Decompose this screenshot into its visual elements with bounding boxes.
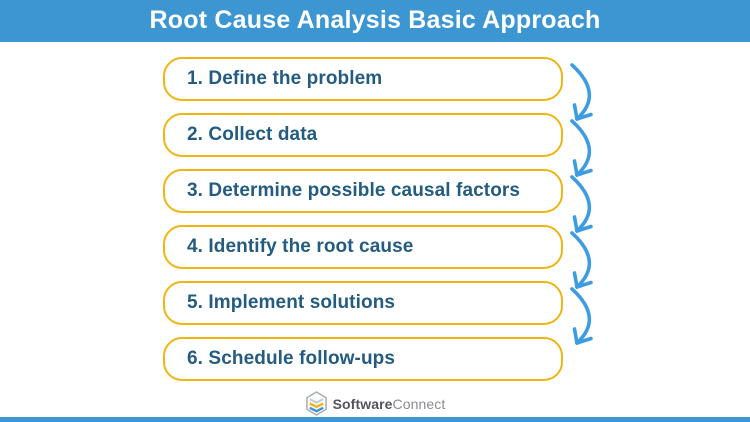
steps-list: 1. Define the problem 2. Collect data 3.… <box>163 57 563 381</box>
footer-bar <box>0 417 750 422</box>
layered-hexagon-logo-icon <box>305 391 327 416</box>
curved-down-arrow-icon <box>570 231 593 289</box>
step-label: 2. Collect data <box>187 124 318 145</box>
page-title: Root Cause Analysis Basic Approach <box>149 5 601 34</box>
step-box-4: 4. Identify the root cause <box>163 225 563 269</box>
step-box-3: 3. Determine possible causal factors <box>163 169 563 213</box>
curved-down-arrow-icon <box>570 63 593 121</box>
curved-down-arrow-icon <box>570 119 593 177</box>
header-banner: Root Cause Analysis Basic Approach <box>0 0 750 42</box>
step-label: 1. Define the problem <box>187 68 383 89</box>
curved-down-arrow-icon <box>570 287 593 345</box>
logo-text-light: Connect <box>392 395 446 412</box>
step-label: 5. Implement solutions <box>187 292 396 313</box>
step-box-6: 6. Schedule follow-ups <box>163 337 563 381</box>
brand-logo: SoftwareConnect <box>0 391 750 416</box>
step-label: 3. Determine possible causal factors <box>187 180 521 201</box>
step-label: 4. Identify the root cause <box>187 236 414 257</box>
step-box-1: 1. Define the problem <box>163 57 563 101</box>
logo-text-bold: Software <box>332 395 393 412</box>
step-box-2: 2. Collect data <box>163 113 563 157</box>
step-label: 6. Schedule follow-ups <box>187 348 396 369</box>
logo-text: SoftwareConnect <box>333 396 446 412</box>
curved-down-arrow-icon <box>570 175 593 233</box>
step-box-5: 5. Implement solutions <box>163 281 563 325</box>
